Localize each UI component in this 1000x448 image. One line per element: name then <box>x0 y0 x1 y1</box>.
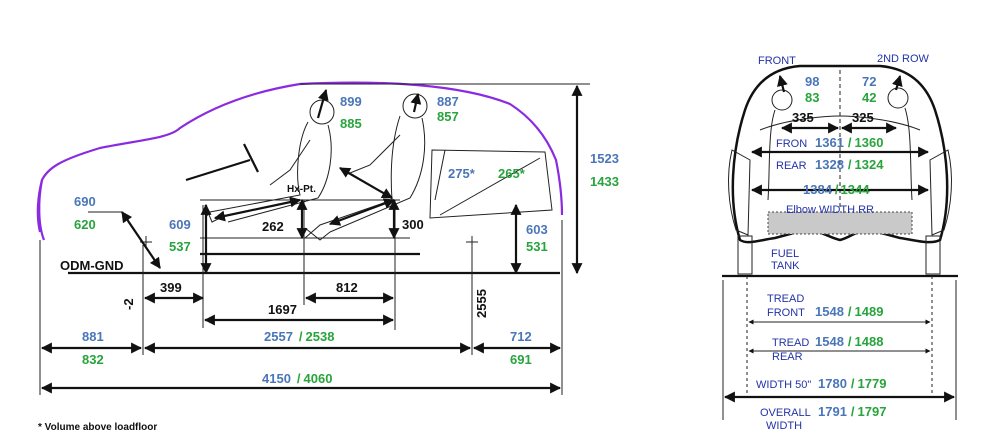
front-overhang-height-value-alt: 620 <box>74 217 96 232</box>
tread-front-label-1: TREAD <box>767 293 804 305</box>
elbow-width-label: Elbow WIDTH RR <box>786 204 874 216</box>
cargo-angle-value: 275* <box>448 166 476 181</box>
front-overhang-height-value: 690 <box>74 194 96 209</box>
front-headroom-arrow <box>316 88 329 119</box>
rear-axle-x-value: 2555 <box>474 289 489 318</box>
overall-length-value: 4150/4060 <box>262 371 332 386</box>
width50-label: WIDTH 50" <box>756 379 811 391</box>
steering-wheel <box>243 143 259 173</box>
overall-height-value: 1523 <box>590 151 619 166</box>
front-label: FRONT <box>758 55 796 67</box>
rear-height-value: 603 <box>526 222 548 237</box>
rear-overhang-value-alt: 691 <box>510 352 532 367</box>
tank-label: TANK <box>771 260 800 272</box>
second-headroom-fv-value-alt: 42 <box>862 90 876 105</box>
front-overhang-value-alt: 832 <box>82 352 104 367</box>
shoulder-left-value: 335 <box>792 110 814 125</box>
rear-width-value: 1328/1324 <box>815 157 884 172</box>
fuel-tank <box>767 211 913 235</box>
second-row-label: 2ND ROW <box>877 53 930 65</box>
tread-front-value: 1548/1489 <box>815 304 883 319</box>
rear-torso-arrow <box>339 167 393 199</box>
front-occupant-head <box>771 89 793 111</box>
rear-leg-arrow <box>328 198 396 226</box>
second-row-occupant-head <box>887 87 909 109</box>
rear-width-label: REAR <box>776 160 807 172</box>
pedal-axle-value: 399 <box>160 280 182 295</box>
front-manikin <box>204 99 335 223</box>
rear-seat-height-value: 300 <box>402 217 424 232</box>
fuel-label: FUEL <box>771 248 799 260</box>
tread-rear-label-2: REAR <box>772 351 803 363</box>
ground-label: ODM-GND <box>60 258 124 273</box>
width50-value: 1780/1779 <box>818 376 886 391</box>
couple-value: 812 <box>336 280 358 295</box>
rear-axle-marker <box>466 236 478 248</box>
front-width-label: FRON <box>776 138 807 150</box>
second-headroom-fv-value: 72 <box>862 74 876 89</box>
tread-rear-value: 1548/1488 <box>815 334 883 349</box>
steering-column <box>185 158 251 182</box>
rear-headroom-value: 887 <box>437 94 459 109</box>
rear-headroom-value-alt: 857 <box>437 109 459 124</box>
front-overhang-angle-arrow <box>121 211 161 269</box>
overall-height-value-alt: 1433 <box>590 174 619 189</box>
front-headroom-arrow-fv <box>777 74 788 93</box>
footnote: * Volume above loadfloor <box>38 422 157 433</box>
front-cowl-height-value: 609 <box>169 217 191 232</box>
roof-outline <box>36 81 564 233</box>
cargo-box <box>429 149 553 219</box>
overall-width-label-1: OVERALL <box>760 407 811 419</box>
tread-front-label-2: FRONT <box>767 307 805 319</box>
front-overhang-value: 881 <box>82 329 104 344</box>
front-bumper-outline <box>38 179 46 241</box>
elbow-width-value: 1384/1344 <box>803 182 870 197</box>
front-seat-leg-value: 262 <box>262 219 284 234</box>
second-headroom-arrow-fv <box>891 74 903 91</box>
ground-offset-value: -2 <box>121 298 136 310</box>
cargo-angle-value-alt: 265* <box>498 166 526 181</box>
rear-height-value-alt: 531 <box>526 239 548 254</box>
front-cowl-height-value-alt: 537 <box>169 239 191 254</box>
front-headroom-value-alt: 885 <box>340 116 362 131</box>
overall-width-label-2: WIDTH <box>766 420 802 432</box>
rear-headroom-arrow <box>410 92 422 113</box>
hx-point-label: Hx-Pt. <box>287 184 316 195</box>
shoulder-right-value: 325 <box>852 110 874 125</box>
front-leg-arrow <box>213 196 302 222</box>
wheelbase-value: 2557/2538 <box>264 329 334 344</box>
front-headroom-fv-value: 98 <box>805 74 819 89</box>
right-wheel <box>925 235 941 275</box>
hx-rear-value: 1697 <box>268 302 297 317</box>
rear-overhang-value: 712 <box>510 329 532 344</box>
overall-width-value: 1791/1797 <box>818 404 886 419</box>
front-width-value: 1361/1360 <box>815 135 883 150</box>
front-headroom-fv-value-alt: 83 <box>805 90 819 105</box>
front-view: FRONT 2ND ROW 98 83 72 42 335 325 FRON 1… <box>722 53 958 432</box>
front-headroom-value: 899 <box>340 94 362 109</box>
tread-rear-label-1: TREAD <box>772 337 809 349</box>
left-wheel <box>737 235 753 275</box>
side-view: ODM-GND <box>36 81 619 433</box>
